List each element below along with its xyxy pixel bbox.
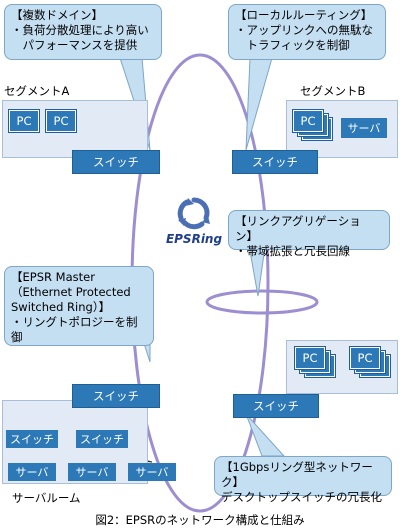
switch-segment-a: スイッチ: [72, 150, 160, 174]
switch-segment-b: スイッチ: [232, 150, 318, 174]
epsring-logo-text: EPSRing: [165, 232, 223, 246]
pc-a-2: PC: [45, 109, 77, 133]
segment-b-label: セグメントB: [300, 84, 366, 98]
server-room-server-3: サーバ: [128, 463, 176, 481]
server-room-label: サーバルーム: [12, 491, 81, 505]
callout-local-routing: 【ローカルルーティング】 ・アップリンクへの無駄な トラフィックを制御: [228, 4, 386, 60]
switch-lower-right: スイッチ: [233, 394, 319, 418]
pc-c1-front: PC: [294, 346, 326, 370]
server-segment-b: サーバ: [341, 118, 387, 138]
pc-a-1: PC: [8, 109, 40, 133]
link-aggregation-ring: [205, 289, 319, 315]
epsring-logo: EPSRing: [158, 194, 230, 248]
callout-multi-domain: 【複数ドメイン】 ・負荷分散処理により高い パフォーマンスを提供: [4, 4, 162, 60]
pc-b-stack-front: PC: [292, 109, 324, 133]
switch-server-room-1: スイッチ: [6, 430, 58, 448]
switch-server-room-main: スイッチ: [72, 384, 160, 408]
callout-tail-local-routing: [245, 57, 273, 151]
segment-a-label: セグメントA: [4, 84, 70, 98]
callout-link-aggregation: 【リンクアグリゲーション】 ・帯域拡張と冗長回線: [228, 210, 390, 258]
switch-server-room-2: スイッチ: [76, 430, 128, 448]
server-room-server-2: サーバ: [68, 463, 116, 481]
figure-caption: 図2：EPSRのネットワーク構成と仕組み: [95, 513, 305, 527]
epsring-logo-icon: [177, 197, 210, 230]
server-room-server-1: サーバ: [8, 463, 56, 481]
pc-c2-front: PC: [349, 346, 381, 370]
callout-ring-network: 【1Gbpsリング型ネットワーク】 デスクトップスイッチの冗長化: [214, 456, 392, 504]
callout-epsr-master: 【EPSR Master （Ethernet Protected Switche…: [4, 266, 154, 346]
